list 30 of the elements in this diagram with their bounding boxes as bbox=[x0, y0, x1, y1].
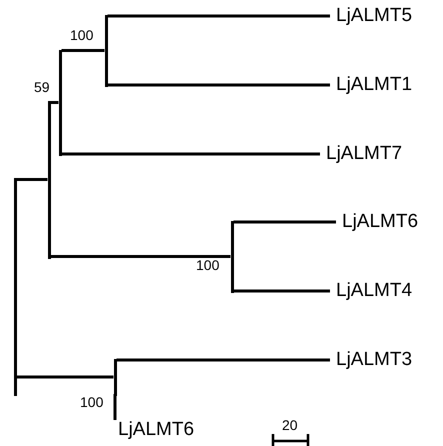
taxon-label: LjALMT4 bbox=[336, 280, 412, 302]
tree-branch bbox=[108, 84, 330, 86]
bootstrap-value: 100 bbox=[196, 257, 220, 273]
taxon-label: LjALMT3 bbox=[336, 349, 412, 371]
scale-value: 20 bbox=[282, 417, 298, 433]
tree-branch bbox=[16, 178, 48, 181]
tree-branch bbox=[50, 101, 58, 104]
tree-branch bbox=[234, 220, 336, 224]
tree-branch bbox=[108, 14, 330, 18]
taxon-label: LjALMT5 bbox=[336, 5, 412, 27]
clade-bar bbox=[14, 178, 16, 396]
taxon-label: LjALMT6 bbox=[342, 211, 418, 233]
clade-bar bbox=[104, 14, 108, 86]
clade-bar bbox=[230, 220, 234, 292]
bootstrap-value: 100 bbox=[70, 27, 94, 43]
clade-bar bbox=[58, 50, 62, 156]
tree-branch bbox=[114, 394, 116, 420]
taxon-label: LjALMT1 bbox=[336, 74, 412, 96]
tree-branch bbox=[234, 290, 330, 292]
tree-branch bbox=[16, 376, 114, 378]
tree-branch bbox=[62, 49, 104, 52]
taxon-label: LjALMT7 bbox=[326, 143, 402, 165]
bootstrap-value: 100 bbox=[80, 394, 104, 410]
clade-bar bbox=[114, 358, 116, 396]
tree-branch bbox=[62, 152, 320, 156]
tree-branch bbox=[50, 255, 230, 258]
tree-branch bbox=[116, 358, 330, 362]
clade-bar bbox=[48, 100, 50, 258]
bootstrap-value: 59 bbox=[34, 79, 50, 95]
taxon-label: LjALMT6 bbox=[118, 419, 194, 441]
